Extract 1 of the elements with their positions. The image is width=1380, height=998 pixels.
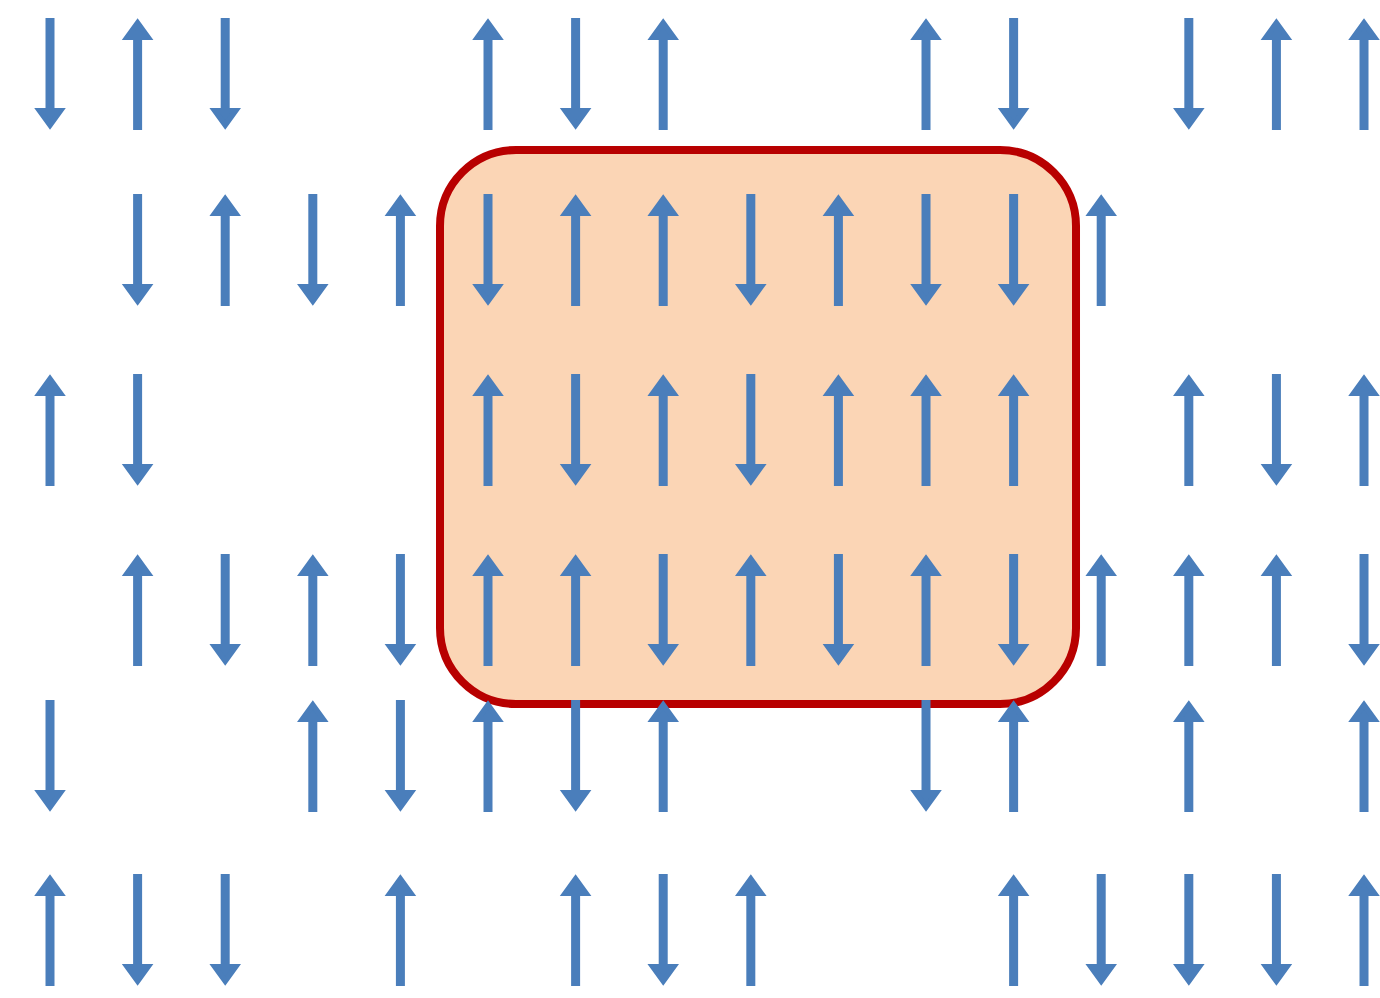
rounded-box [436, 146, 1080, 708]
